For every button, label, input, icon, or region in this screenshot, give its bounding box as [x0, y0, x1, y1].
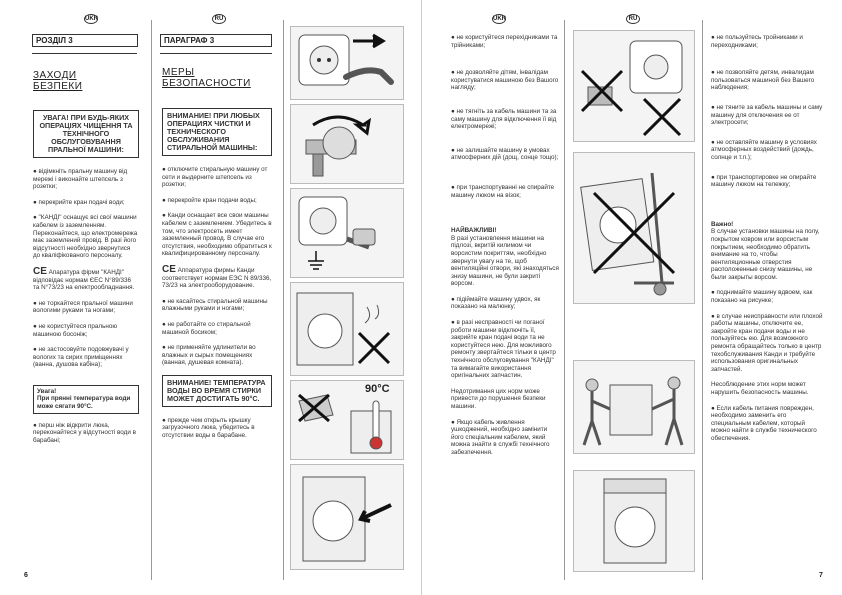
paragraph: Несоблюдение этих норм может нарушить бе… [711, 381, 809, 396]
norms-text: Апаратура фірми "КАНДІ" відповідає норма… [33, 268, 135, 292]
paragraph: ● не касайтесь стиральной машины влажным… [162, 297, 268, 313]
temperature-warning-ukr: Увага! При прянні температура води може … [33, 384, 139, 414]
important-title: НАЙВАЖЛИВІ! [451, 227, 497, 235]
paragraph: ● відімкніть пральну машину від мережі і… [33, 168, 128, 191]
water-tap-illustration [290, 104, 404, 184]
socket-icon [298, 33, 394, 86]
grounded-plug-illustration [290, 188, 404, 278]
heading-line: БЕЗОПАСНОСТИ [162, 78, 251, 89]
paragraph: ● не дозволяйте дітям, інвалідам користу… [451, 69, 559, 92]
text-column-ukr: ● не користуйтеся перехідниками та трійн… [451, 34, 559, 465]
paragraph: ● не торкайтеся пральної машини вологими… [33, 299, 133, 315]
paragraph: ● поднимайте машину вдвоем, как показано… [711, 289, 813, 305]
washing-machine-icon [603, 478, 667, 564]
important-note: НАЙВАЖЛИВІ! В разі установлення машини н… [451, 227, 559, 288]
no-adapter-illustration [573, 30, 695, 142]
paragraph: ● не применяйте удлинители во влажных и … [162, 344, 256, 367]
paragraph: ● Якщо кабель живлення ушкоджений, необх… [451, 418, 550, 456]
temperature-warning-ru: ВНИМАНИЕ! ТЕМПЕРАТУРА ВОДЫ ВО ВРЕМЯ СТИР… [162, 374, 272, 407]
lang-badge-ru: RU [212, 14, 226, 24]
important-note: Важно! В случае установки машины на полу… [711, 221, 823, 282]
ce-mark: CE [33, 265, 47, 277]
left-page: UKR RU РОЗДІЛ 3 ПАРАГРАФ 3 ЗАХОДИ БЕЗПЕК… [24, 14, 404, 580]
paragraph: ● підіймайте машину удвох, як показано н… [451, 295, 541, 311]
paragraph: ● не оставляйте машину в условиях атмосф… [711, 138, 817, 161]
tap-icon [305, 115, 372, 177]
adapter-crossed-icon [580, 40, 683, 137]
section-title-ukr: РОЗДІЛ 3 [32, 34, 138, 47]
column-divider [702, 20, 703, 580]
column-divider [151, 20, 152, 580]
paragraph: ● отключите стиральную машину от сети и … [162, 166, 268, 189]
paragraph: ● Если кабель питания поврежден, необход… [711, 404, 817, 442]
paragraph: ● перш ніж відкрити люка, переконайтеся … [33, 421, 136, 444]
paragraph: ● не позволяйте детям, инвалидам пользов… [711, 69, 815, 92]
paragraph: ● не тягніть за кабель машини та за саму… [451, 107, 557, 131]
temperature-label: 90°C [365, 383, 390, 395]
paragraph: ● перекройте кран подачи воды; [162, 196, 257, 204]
trolley-crossed-icon [580, 172, 676, 296]
heading-line: МЕРЫ [162, 67, 195, 78]
paragraph: ● при транспортуванні не спирайте машину… [451, 183, 555, 199]
paragraph: ● не застосовуйте подовжувачі у вологих … [33, 346, 129, 369]
paragraph: ● "КАНДІ" оснащує всі свої машини кабеле… [33, 214, 138, 260]
section-title-ru: ПАРАГРАФ 3 [160, 34, 272, 47]
thermometer-icon [298, 393, 392, 454]
norms-text: Аппаратура фирмы Канди соответствует нор… [162, 266, 272, 290]
ground-plug-icon [298, 196, 376, 270]
page-gutter [421, 0, 422, 595]
paragraph: ● не користуйтеся пральною машиною босон… [33, 322, 118, 338]
lang-badge-ukr: UKR [84, 14, 98, 24]
heading-ru: МЕРЫ БЕЗОПАСНОСТИ [162, 67, 251, 89]
paragraph: ● не работайте со стиральной машиной бос… [162, 320, 251, 336]
heading-ukr: ЗАХОДИ БЕЗПЕКИ [33, 70, 82, 92]
paragraph: ● Канди оснащает все свои машины кабелем… [162, 212, 272, 258]
washing-machine-icon [296, 292, 391, 366]
divider [160, 53, 272, 54]
warning-box: ВНИМАНИЕ! ПРИ ЛЮБЫХ ОПЕРАЦИЯХ ЧИСТКИ И Т… [162, 108, 272, 156]
heading-line: БЕЗПЕКИ [33, 81, 83, 92]
page-number: 7 [819, 572, 823, 579]
paragraph: ● в разі несправності чи поганої роботи … [451, 319, 556, 380]
important-text: В случае установки машины на полу, покры… [711, 228, 820, 281]
paragraph: ● в случае неисправности или плохой рабо… [711, 312, 823, 373]
column-divider [283, 20, 284, 580]
paragraph: ● не пользуйтесь тройниками и переходник… [711, 34, 803, 49]
page-number: 6 [24, 572, 28, 579]
paragraph: ● не тяните за кабель машины и саму маши… [711, 103, 823, 127]
paragraph: ● не користуйтеся перехідниками та трійн… [451, 34, 558, 49]
divider [32, 53, 137, 54]
lang-badge-ukr: UKR [492, 14, 506, 24]
right-page: UKR RU ● не користуйтеся перехідниками т… [421, 0, 842, 595]
ce-mark: CE [162, 263, 176, 275]
text-column-ukr: УВАГА! ПРИ БУДЬ-ЯКИХ ОПЕРАЦІЯХ ЧИЩЕННЯ Т… [33, 110, 139, 452]
door-open-illustration [290, 464, 404, 570]
service-illustration [573, 470, 695, 572]
washing-machine-door-icon [302, 476, 392, 562]
heading-line: ЗАХОДИ [33, 70, 77, 81]
two-person-lift-illustration [573, 360, 695, 454]
warning-title: Увага! [37, 387, 57, 395]
text-column-ru: ● не пользуйтесь тройниками и переходник… [711, 34, 823, 451]
paragraph: CE Аппаратура фирмы Канди соответствует … [162, 263, 272, 290]
transport-illustration [573, 152, 695, 304]
lang-badge-ru: RU [626, 14, 640, 24]
paragraph: Недотримання цих норм може привести до п… [451, 387, 546, 410]
unplug-illustration [290, 26, 404, 100]
paragraph: ● не залишайте машину в умовах атмосферн… [451, 146, 559, 162]
text-column-ru: ВНИМАНИЕ! ПРИ ЛЮБЫХ ОПЕРАЦИЯХ ЧИСТКИ И Т… [162, 108, 272, 448]
wet-hands-illustration [290, 282, 404, 376]
paragraph: ● при транспортировке не опирайте машину… [711, 173, 817, 189]
hot-water-illustration: 90°C [290, 380, 404, 460]
paragraph: ● прежде чем открыть крышку загрузочного… [162, 416, 255, 440]
important-title: Важно! [711, 220, 734, 228]
column-divider [564, 20, 565, 580]
warning-box: УВАГА! ПРИ БУДЬ-ЯКИХ ОПЕРАЦІЯХ ЧИЩЕННЯ Т… [33, 110, 139, 158]
warning-text: При прянні температура води може сягати … [37, 395, 131, 411]
paragraph: CE Апаратура фірми "КАНДІ" відповідає но… [33, 265, 139, 292]
paragraph: ● перекрийте кран подачі води; [33, 198, 125, 206]
lifting-people-icon [582, 376, 684, 446]
important-text: В разі установлення машини на підлозі, в… [451, 234, 559, 288]
